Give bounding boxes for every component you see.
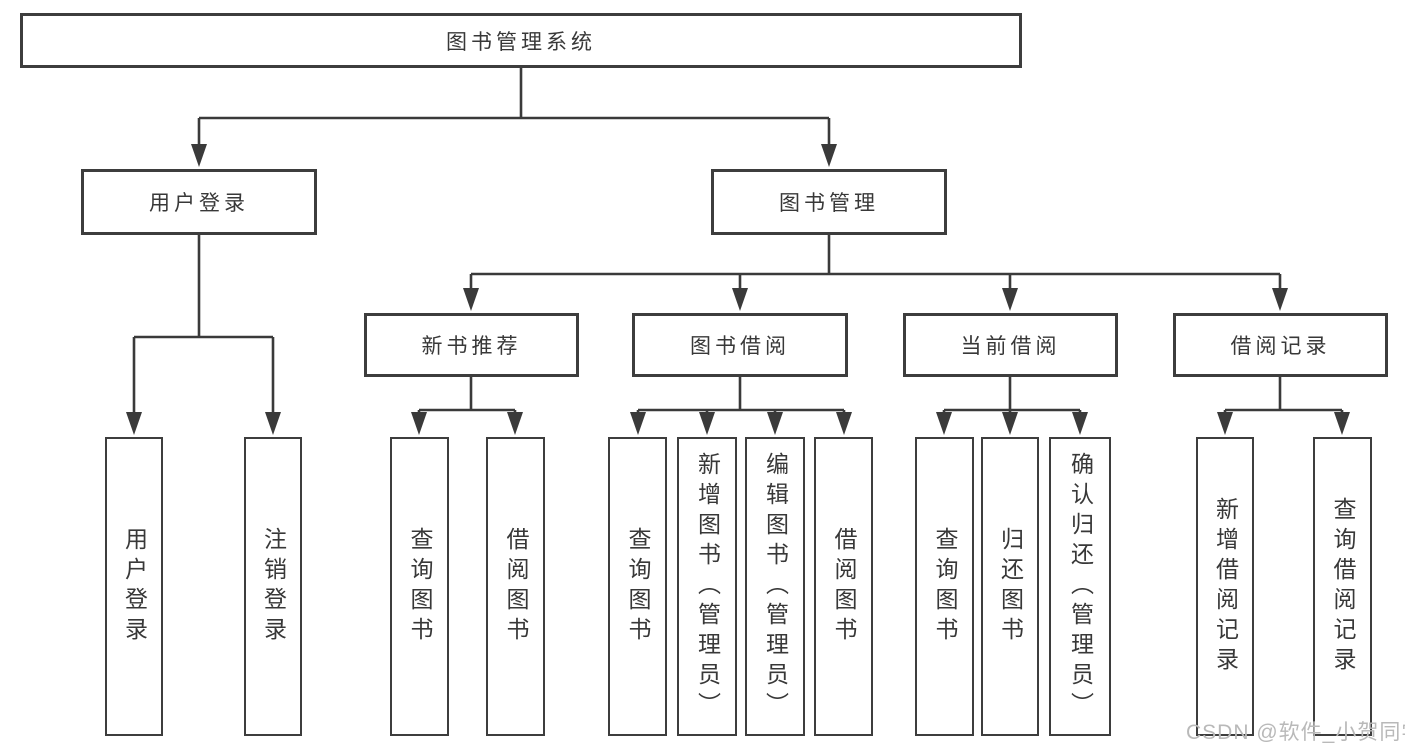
leaf-label: 新增图书（管理员） <box>694 451 721 722</box>
node-label: 图书借阅 <box>690 335 790 358</box>
arrowhead-icon <box>1217 412 1233 435</box>
node-root-label: 图书管理系统 <box>446 30 596 54</box>
arrowhead-icon <box>1272 288 1288 311</box>
connector-segment <box>132 235 275 418</box>
node-current-borrow: 当前借阅 <box>903 313 1118 377</box>
leaf-label: 归还图书 <box>997 526 1024 647</box>
leaf-label: 借阅图书 <box>831 526 857 647</box>
leaf-label: 借阅图书 <box>503 526 529 647</box>
arrowhead-icon <box>836 412 852 435</box>
connector-segment <box>1223 377 1344 416</box>
connector-segment <box>197 68 831 150</box>
leaf-user-login: 用户登录 <box>105 437 163 736</box>
leaf-add-borrow-record: 新增借阅记录 <box>1196 437 1254 736</box>
leaf-label: 查询图书 <box>407 526 433 647</box>
node-new-book-recommend: 新书推荐 <box>364 313 579 377</box>
node-label: 新书推荐 <box>421 335 522 358</box>
connector-book-borrow-to-leaves <box>630 377 852 435</box>
leaf-label: 查询图书 <box>625 526 651 647</box>
leaf-borrow-books: 借阅图书 <box>486 437 545 736</box>
node-label: 当前借阅 <box>960 335 1061 358</box>
connector-user-login-to-leaves <box>126 235 281 435</box>
leaf-query-books: 查询图书 <box>390 437 449 736</box>
arrowhead-icon <box>821 144 837 167</box>
arrowhead-icon <box>1072 412 1088 435</box>
leaf-return-books: 归还图书 <box>981 437 1039 736</box>
leaf-label: 新增借阅记录 <box>1212 496 1239 677</box>
node-label: 借阅记录 <box>1230 335 1331 358</box>
arrowhead-icon <box>699 412 715 435</box>
leaf-logout: 注销登录 <box>244 437 302 736</box>
leaf-edit-books-admin: 编辑图书（管理员） <box>745 437 805 736</box>
arrowhead-icon <box>463 288 479 311</box>
arrowhead-icon <box>507 412 523 435</box>
arrowhead-icon <box>265 412 281 435</box>
arrowhead-icon <box>1002 412 1018 435</box>
node-book-management: 图书管理 <box>711 169 947 235</box>
connector-segment <box>469 235 1282 292</box>
arrowhead-icon <box>126 412 142 435</box>
leaf-label: 确认归还（管理员） <box>1067 451 1094 722</box>
leaf-query-borrow-record: 查询借阅记录 <box>1313 437 1372 736</box>
arrowhead-icon <box>630 412 646 435</box>
connector-new-book-to-leaves <box>411 377 523 435</box>
leaf-label: 用户登录 <box>121 526 148 647</box>
arrowhead-icon <box>936 412 952 435</box>
connector-segment <box>417 377 517 416</box>
node-label: 用户登录 <box>149 192 249 215</box>
connector-book-management-to-sections <box>463 235 1288 311</box>
arrowhead-icon <box>191 144 207 167</box>
arrowhead-icon <box>1334 412 1350 435</box>
leaf-query-books: 查询图书 <box>608 437 667 736</box>
leaf-label: 查询图书 <box>932 526 958 647</box>
connector-root-to-branches <box>191 68 837 167</box>
node-borrow-records: 借阅记录 <box>1173 313 1388 377</box>
leaf-label: 注销登录 <box>260 526 287 647</box>
leaf-add-books-admin: 新增图书（管理员） <box>677 437 737 736</box>
leaf-query-books: 查询图书 <box>915 437 974 736</box>
connector-borrow-records-to-leaves <box>1217 377 1350 435</box>
arrowhead-icon <box>767 412 783 435</box>
node-label: 图书管理 <box>779 192 879 215</box>
leaf-confirm-return-admin: 确认归还（管理员） <box>1049 437 1111 736</box>
node-user-login-branch: 用户登录 <box>81 169 317 235</box>
arrowhead-icon <box>1002 288 1018 311</box>
connector-current-borrow-to-leaves <box>936 377 1088 435</box>
arrowhead-icon <box>732 288 748 311</box>
connector-segment <box>636 377 846 416</box>
node-book-borrow: 图书借阅 <box>632 313 848 377</box>
leaf-borrow-books: 借阅图书 <box>814 437 873 736</box>
node-root: 图书管理系统 <box>20 13 1022 68</box>
arrowhead-icon <box>411 412 427 435</box>
leaf-label: 编辑图书（管理员） <box>762 451 789 722</box>
watermark: CSDN @软件_小贺同学 <box>1186 721 1405 744</box>
leaf-label: 查询借阅记录 <box>1330 496 1356 677</box>
connector-segment <box>942 377 1082 416</box>
